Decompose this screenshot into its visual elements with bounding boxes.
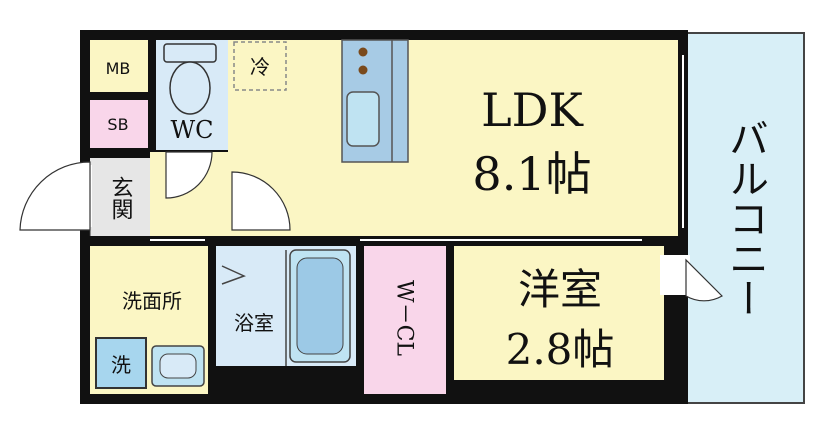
bedroom-size: 2.8帖 <box>506 325 615 374</box>
entrance-door-swing <box>19 161 91 231</box>
entrance-label: 玄関 <box>108 176 133 220</box>
bedroom-door-swing <box>685 258 723 302</box>
bedroom-name: 洋室 <box>518 265 602 314</box>
ldk-room <box>228 40 678 236</box>
mb-label: MB <box>106 59 131 78</box>
fridge-space <box>233 41 287 91</box>
stove-burner-icon-2 <box>358 65 368 75</box>
sb-room <box>90 100 148 148</box>
bedroom-door-gap <box>660 255 690 295</box>
washer-space <box>95 337 147 389</box>
toilet-tank-icon <box>163 43 217 63</box>
fridge-label: 冷 <box>250 55 270 79</box>
entrance-area <box>90 158 150 236</box>
washroom-label: 洗面所 <box>122 289 182 313</box>
stove-burner-icon <box>358 47 368 57</box>
balcony-area <box>685 32 805 404</box>
bedroom <box>454 246 664 380</box>
toilet-bowl-icon <box>169 61 211 115</box>
bath-label: 浴室 <box>234 311 274 335</box>
ldk-door-swing <box>231 171 291 231</box>
ldk-name: LDK <box>481 83 584 137</box>
wc-door-swing <box>165 151 213 199</box>
wc-label: WC <box>170 116 213 144</box>
bathtub-inner <box>296 257 344 355</box>
balcony-label: バルコニー <box>722 118 768 318</box>
washbasin-bowl <box>159 353 197 379</box>
closet-label: W－CL <box>392 280 417 356</box>
ldk-size: 8.1帖 <box>472 147 591 201</box>
closet-room <box>364 246 446 394</box>
mb-room <box>90 40 148 92</box>
sb-label: SB <box>107 115 128 134</box>
ldk-door-gap <box>226 160 232 230</box>
washer-label: 洗 <box>111 353 131 377</box>
kitchen-sink <box>346 91 380 147</box>
bath-door-icon <box>221 265 246 285</box>
